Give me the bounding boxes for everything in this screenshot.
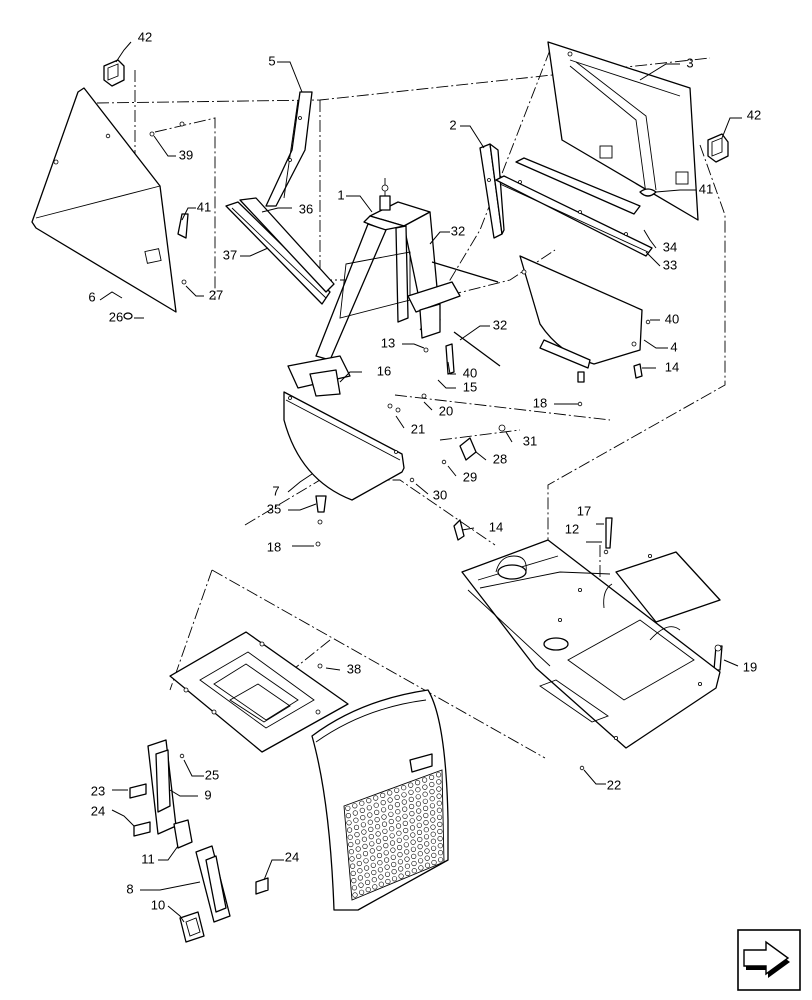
next-page-arrow-icon[interactable]	[737, 929, 801, 991]
callout-2: 2	[449, 117, 456, 132]
callout-24-left: 24	[91, 803, 105, 818]
bracket-11	[173, 819, 193, 849]
callout-38: 38	[347, 661, 361, 676]
callout-29: 29	[463, 469, 477, 484]
grille-pattern	[345, 772, 444, 898]
left-side-panel	[31, 87, 177, 313]
callout-24-right: 24	[285, 849, 299, 864]
callout-35: 34	[663, 239, 677, 254]
callout-37: 37	[223, 247, 237, 262]
callout-26: 26	[109, 309, 123, 324]
leader-lines	[99, 41, 742, 923]
callout-labels: 42 5 3 42 2 39 41 1 41 36 32 34 37 33 6 …	[88, 29, 761, 912]
callout-25: 25	[205, 767, 219, 782]
callout-14-right: 14	[665, 359, 679, 374]
fasteners	[123, 121, 723, 895]
callout-32-lower: 32	[493, 317, 507, 332]
callout-13: 13	[381, 335, 395, 350]
upright-strip	[265, 91, 313, 207]
callout-28: 28	[493, 451, 507, 466]
callout-30: 30	[433, 487, 447, 502]
callout-3: 3	[686, 55, 693, 70]
right-side-panel	[547, 41, 699, 221]
rods-32	[431, 261, 501, 367]
callout-17: 16	[377, 363, 391, 378]
callout-4: 4	[670, 339, 677, 354]
callout-27: 27	[209, 287, 223, 302]
callout-41-right: 41	[699, 181, 713, 196]
callout-21: 21	[411, 421, 425, 436]
lower-right-plate	[519, 255, 643, 369]
floor-plate-assembly	[461, 539, 721, 749]
callout-42-center: 40	[463, 365, 477, 380]
bracket-10	[179, 911, 205, 943]
lower-left-frame	[169, 631, 349, 753]
callout-32-upper: 32	[451, 223, 465, 238]
callout-7: 7	[272, 483, 279, 498]
lower-curved-panel	[283, 391, 405, 501]
callout-14-lower: 14	[489, 519, 503, 534]
callout-34: 33	[663, 257, 677, 272]
clip-right	[707, 133, 729, 163]
callout-40-right: 42	[747, 107, 761, 122]
callout-16: 15	[463, 379, 477, 394]
callout-9: 9	[204, 787, 211, 802]
callout-39: 39	[179, 147, 193, 162]
callout-18-right: 18	[533, 395, 547, 410]
callout-19: 19	[743, 659, 757, 674]
callout-33: 35	[267, 501, 281, 516]
callout-6: 6	[88, 289, 95, 304]
callout-11: 11	[141, 851, 155, 866]
bracket-8	[195, 845, 231, 923]
callout-10: 10	[151, 897, 165, 912]
bracket-9	[147, 739, 177, 835]
callout-23: 23	[91, 783, 105, 798]
callout-1: 1	[337, 187, 344, 202]
upright-bracket	[479, 143, 505, 239]
rops-frame	[287, 178, 461, 397]
callout-8: 8	[126, 881, 133, 896]
grille-hood	[311, 689, 449, 911]
callout-5: 5	[268, 53, 275, 68]
callout-36: 36	[299, 201, 313, 216]
clip-left	[103, 59, 125, 87]
rails-34-35	[495, 157, 653, 257]
callout-12: 12	[565, 521, 579, 536]
callout-22: 22	[607, 777, 621, 792]
callout-20: 20	[439, 403, 453, 418]
callout-40-left: 42	[138, 29, 152, 44]
callout-31: 31	[523, 433, 537, 448]
callout-41-left: 41	[197, 199, 211, 214]
callout-18-left: 18	[267, 539, 281, 554]
callout-15: 17	[577, 503, 591, 518]
seal-strips-36-37	[225, 197, 335, 305]
callout-42-right: 40	[665, 311, 679, 326]
